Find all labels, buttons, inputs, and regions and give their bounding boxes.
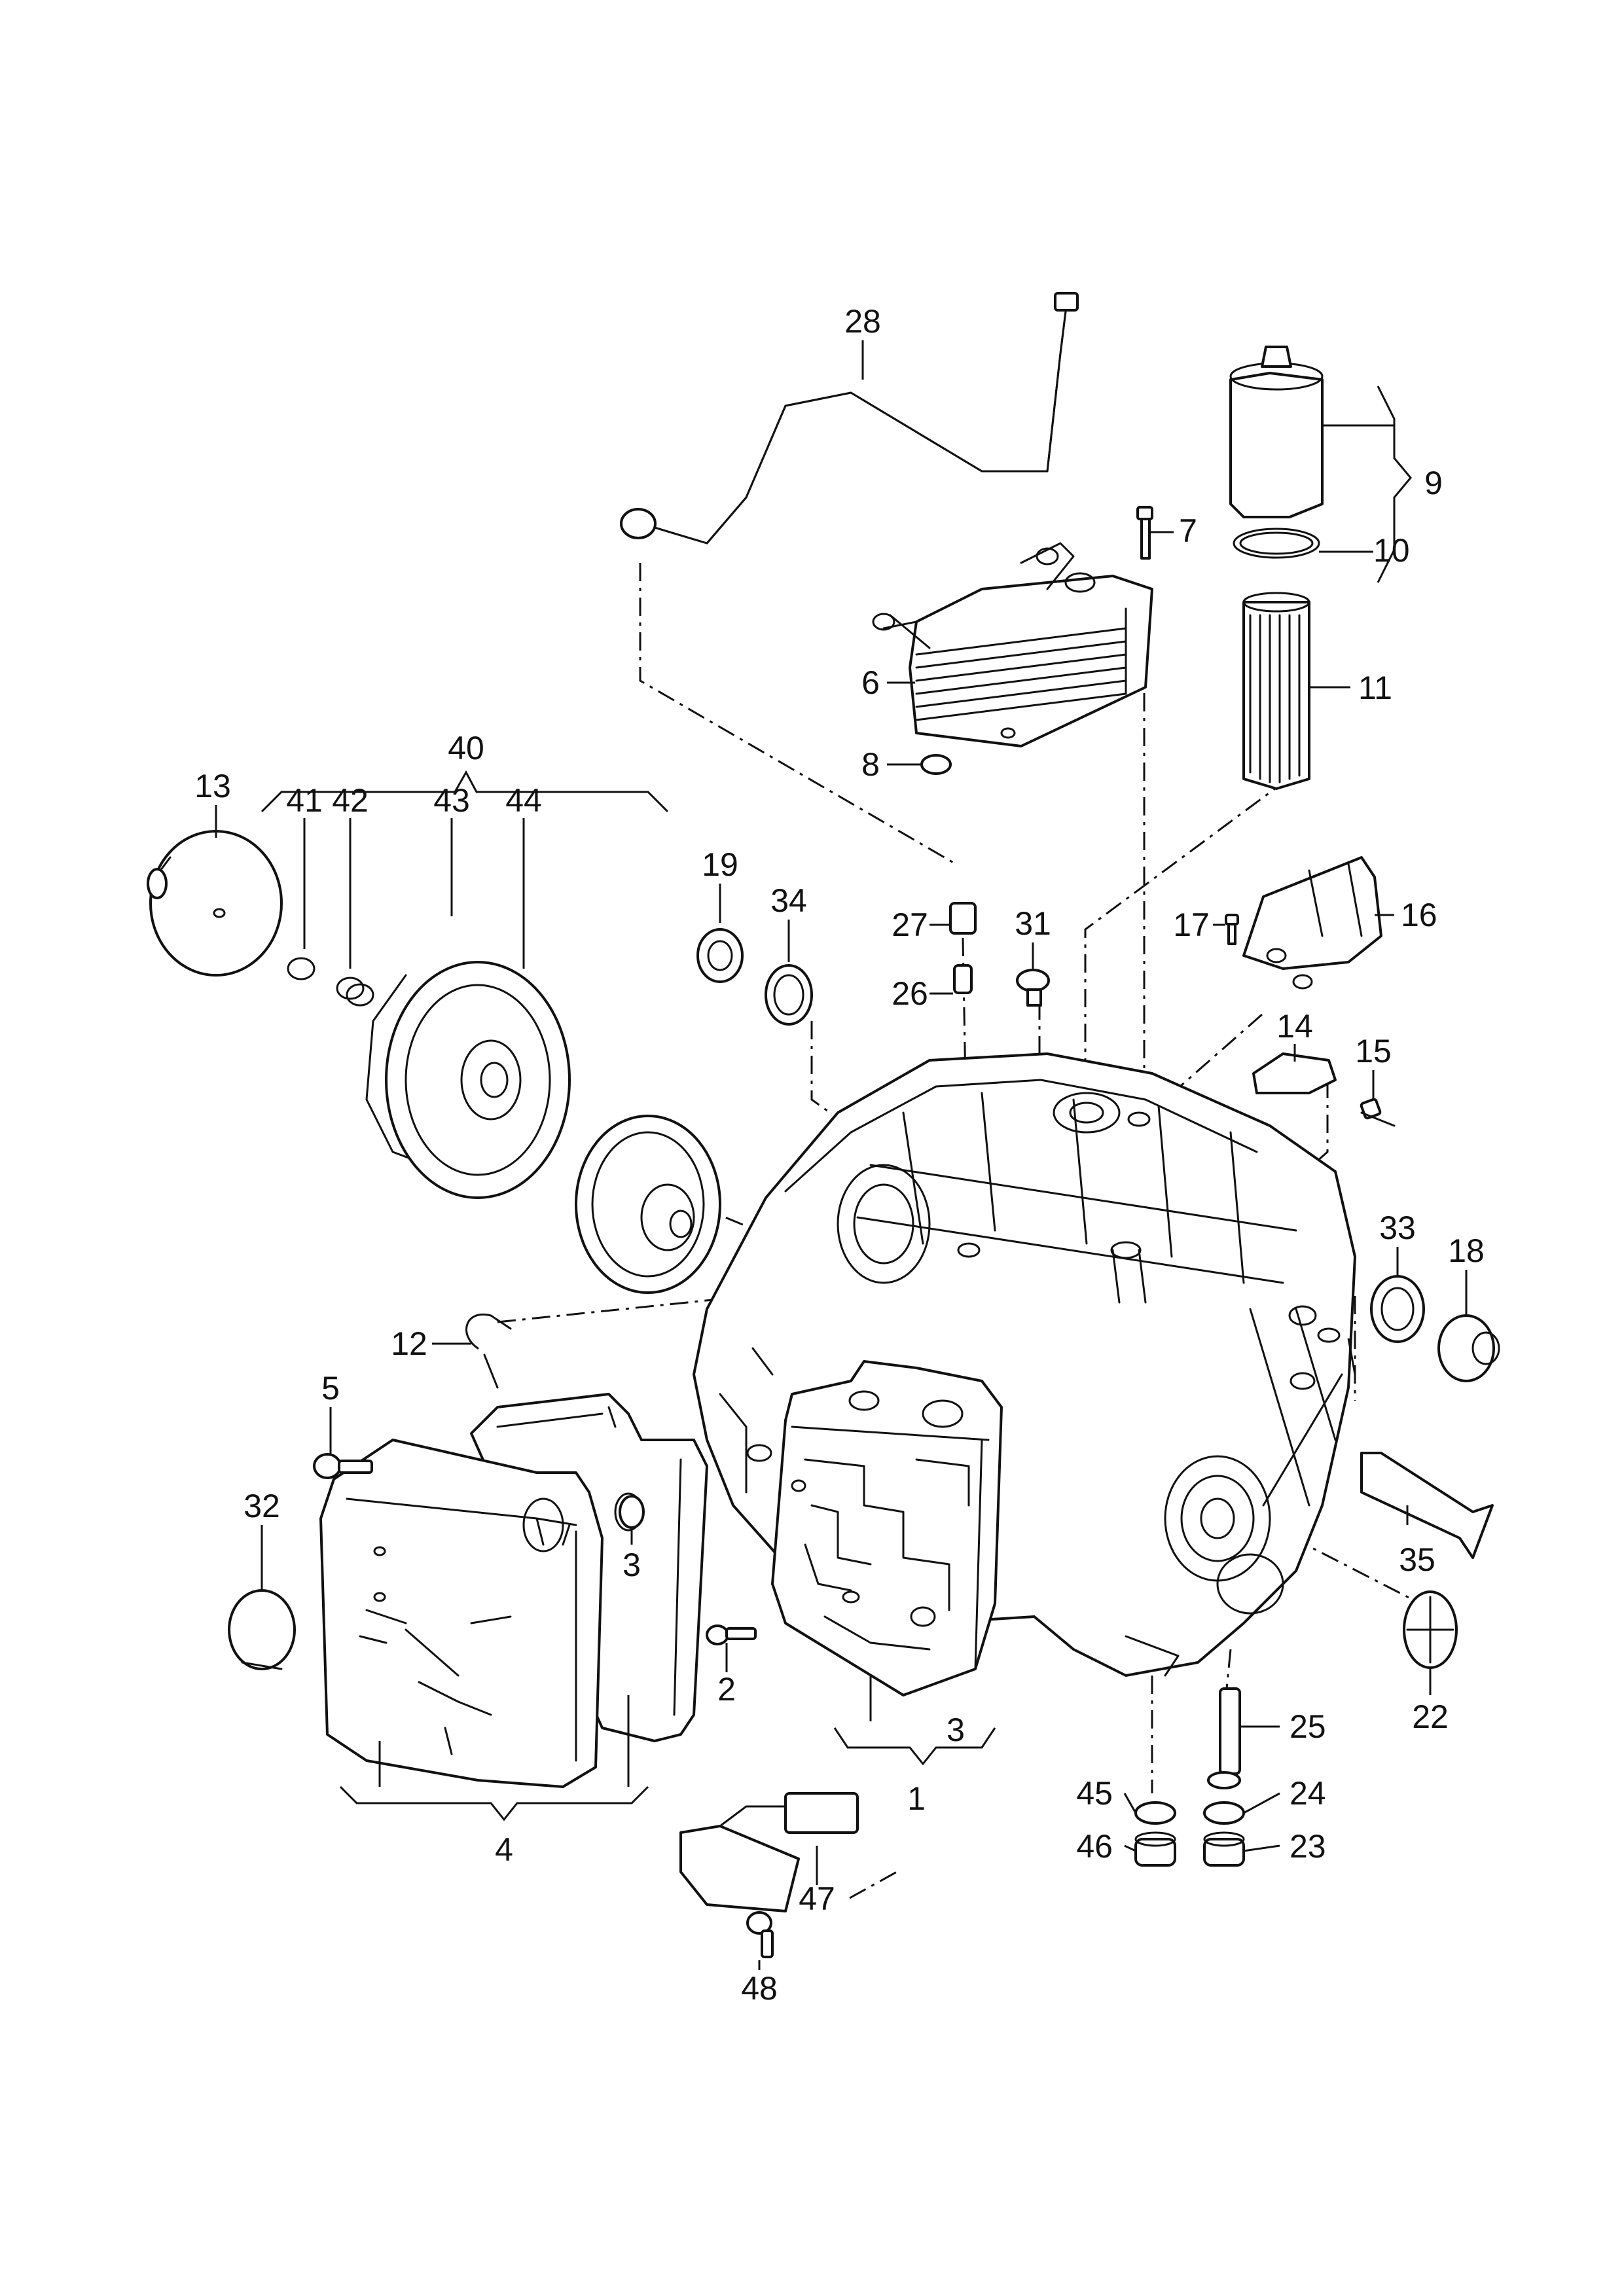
label-46: 46 [1076,1828,1113,1865]
label-18: 18 [1448,1232,1485,1269]
label-34: 34 [770,882,807,919]
leader-lines [215,340,1468,1970]
label-42: 42 [332,782,369,819]
label-27: 27 [892,906,928,943]
label-16: 16 [1401,897,1437,933]
label-14: 14 [1276,1008,1313,1045]
label-3-left: 3 [623,1547,641,1583]
label-45: 45 [1076,1775,1113,1812]
oil-cooler [872,542,1153,747]
label-26: 26 [892,975,928,1012]
label-1: 1 [907,1780,926,1817]
label-13: 13 [194,768,231,804]
label-22: 22 [1412,1698,1449,1735]
small-parts [228,506,1500,1958]
label-4: 4 [495,1831,513,1868]
label-9: 9 [1424,465,1443,501]
valve-body [771,1360,1003,1696]
label-47: 47 [799,1880,835,1917]
label-11: 11 [1358,670,1392,706]
label-10: 10 [1373,532,1410,569]
group-brackets [261,386,1412,1821]
label-48: 48 [741,1970,778,2007]
label-15: 15 [1355,1033,1392,1069]
label-5: 5 [321,1370,340,1407]
label-43: 43 [433,782,470,819]
label-23: 23 [1290,1828,1326,1865]
label-12: 12 [391,1325,427,1362]
label-33: 33 [1379,1210,1416,1246]
label-35: 35 [1399,1541,1435,1578]
oil-pan-assembly [319,1393,708,1788]
label-7: 7 [1179,512,1197,549]
label-2: 2 [717,1671,736,1708]
label-44: 44 [505,782,542,819]
torque-converter-group [147,830,721,1294]
label-24: 24 [1290,1775,1326,1812]
label-31: 31 [1015,905,1051,942]
label-6: 6 [861,664,880,701]
oil-hose [620,292,1079,545]
label-32: 32 [244,1488,280,1524]
label-3-bracket: 3 [947,1712,965,1748]
oil-filter-housing [1229,346,1324,790]
label-19: 19 [702,846,738,883]
part-labels: 28 7 9 10 11 6 8 40 13 41 42 43 44 19 34… [194,303,1485,2007]
label-8: 8 [861,746,880,783]
label-25: 25 [1290,1708,1326,1745]
label-40: 40 [448,730,484,766]
label-28: 28 [844,303,881,340]
label-17: 17 [1173,906,1210,943]
label-41: 41 [286,782,323,819]
